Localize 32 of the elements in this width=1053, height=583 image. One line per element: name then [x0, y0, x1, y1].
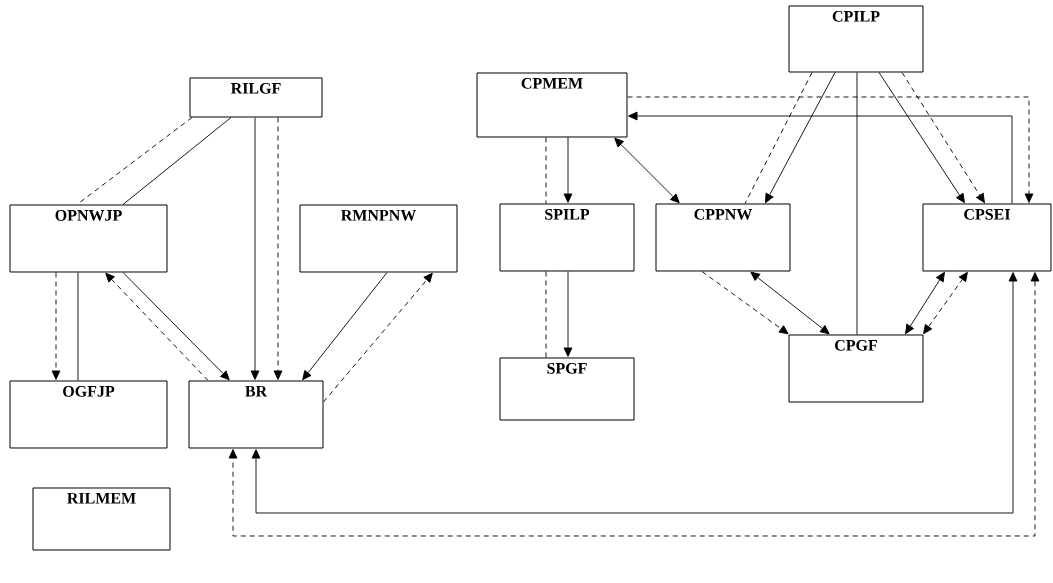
- arrow: [105, 272, 209, 381]
- arrow: [905, 271, 945, 334]
- arrow: [250, 117, 260, 380]
- arrow: [765, 72, 836, 203]
- process-box: RILGF: [189, 77, 323, 118]
- process-box: SPILP: [499, 203, 635, 272]
- arrow: [750, 271, 830, 335]
- process-box: CPSEI: [922, 203, 1052, 272]
- process-box: OPNWJP: [9, 204, 168, 273]
- arrow: [563, 137, 573, 203]
- process-box: OGFJP: [9, 380, 168, 449]
- arrow: [323, 272, 433, 403]
- arrow: [273, 117, 283, 380]
- process-box: BR: [188, 380, 324, 449]
- arrow: [923, 271, 968, 335]
- arrow: [701, 271, 789, 335]
- process-box: RMNPNW: [299, 204, 458, 273]
- arrow: [628, 111, 1013, 204]
- process-box: CPMEM: [476, 72, 628, 138]
- arrow: [614, 137, 680, 204]
- arrow: [878, 72, 965, 204]
- process-box: CPILP: [788, 5, 924, 73]
- process-box: CPPNW: [655, 203, 791, 272]
- arrow: [122, 272, 230, 381]
- arrow: [563, 271, 573, 357]
- arrow: [302, 272, 388, 381]
- arrow: [901, 72, 985, 203]
- process-box: CPGF: [788, 334, 924, 403]
- arrow: [627, 96, 1034, 203]
- process-box: RILMEM: [32, 487, 171, 551]
- arrow: [51, 272, 61, 380]
- process-box: SPGF: [499, 357, 635, 421]
